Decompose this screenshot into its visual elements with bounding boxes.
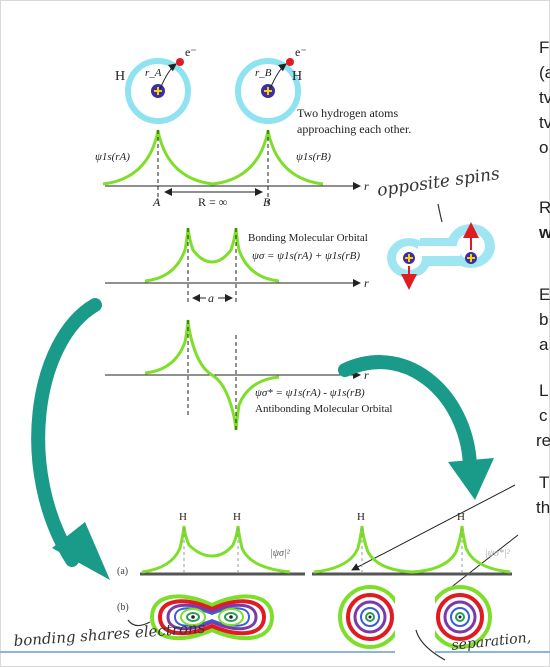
antibonding-equation: ψσ* = ψ1s(rA) - ψ1s(rB) bbox=[255, 387, 365, 399]
h-label-a1: H bbox=[179, 511, 187, 523]
electron-left bbox=[176, 58, 184, 66]
note-separation-stroke bbox=[415, 629, 446, 661]
h-label-a4: H bbox=[457, 511, 465, 523]
antibonding-density-contours bbox=[338, 585, 492, 655]
antibonding-title: Antibonding Molecular Orbital bbox=[255, 403, 392, 415]
bonding-equation: ψσ = ψ1s(rA) + ψ1s(rB) bbox=[252, 250, 360, 262]
side-text-line11: L bbox=[539, 381, 549, 400]
side-text-line7: w bbox=[539, 223, 550, 242]
side-text-line2: (a bbox=[539, 63, 550, 82]
teal-arrow-right bbox=[338, 355, 477, 477]
separation-label: R = ∞ bbox=[198, 195, 227, 209]
side-text-line3: tv bbox=[539, 88, 550, 107]
teal-arrow-left bbox=[31, 298, 102, 567]
note-separation: separation, bbox=[451, 630, 532, 654]
axis-r-label-3: r bbox=[364, 368, 369, 382]
note-opposite-spins: opposite spins bbox=[376, 164, 501, 201]
pointer-line-1 bbox=[351, 484, 516, 571]
side-text-line13: re bbox=[536, 431, 550, 450]
bonding-orbital bbox=[144, 227, 280, 283]
note-bonding-arrow bbox=[127, 619, 151, 627]
bonding-title: Bonding Molecular Orbital bbox=[248, 232, 368, 244]
side-text-line8: E bbox=[539, 285, 550, 304]
side-text-line4: tv bbox=[539, 113, 550, 132]
h-label-a3: H bbox=[357, 511, 365, 523]
electron-left-label: e⁻ bbox=[185, 45, 197, 59]
radius-right-label: r_B bbox=[255, 67, 272, 79]
caption-line1: Two hydrogen atoms bbox=[297, 106, 398, 120]
psi-sq-bond-label: |ψσ|² bbox=[270, 548, 291, 559]
caption-line2: approaching each other. bbox=[297, 122, 411, 136]
psi-right-label: ψ1s(rB) bbox=[296, 151, 331, 163]
antibonding-orbital bbox=[144, 319, 280, 431]
psi-sq-anti-label: |ψσ*|² bbox=[485, 548, 511, 559]
point-B-label: B bbox=[263, 195, 271, 209]
side-text-line9: b bbox=[539, 310, 549, 329]
anti-density-curve bbox=[313, 525, 511, 574]
panel-b-label: (b) bbox=[117, 602, 129, 613]
electron-right-label: e⁻ bbox=[295, 45, 307, 59]
atom-left-label: H bbox=[115, 69, 125, 84]
side-text-line10: a bbox=[539, 335, 549, 354]
panel-a-label: (a) bbox=[117, 566, 128, 577]
note-opposite-spins-tick bbox=[437, 203, 443, 223]
electron-right bbox=[286, 58, 294, 66]
side-text-line15: th bbox=[536, 498, 550, 517]
side-text-line14: T bbox=[539, 473, 550, 492]
atom-right bbox=[235, 58, 301, 124]
point-A-label: A bbox=[152, 195, 161, 209]
side-text-line6: R bbox=[539, 198, 550, 217]
side-text-line5: o bbox=[539, 138, 549, 157]
atom-right-label: H bbox=[292, 69, 302, 84]
note-bonding-shares: bonding shares electrons bbox=[13, 619, 206, 650]
h-label-a2: H bbox=[233, 511, 241, 523]
axis-r-label-2: r bbox=[364, 276, 369, 290]
h2-molecule-spins bbox=[387, 222, 495, 290]
side-text-line12: c bbox=[539, 406, 548, 425]
axis-r-label-1: r bbox=[364, 179, 369, 193]
atom-left bbox=[125, 58, 191, 124]
bonding-density-contours bbox=[149, 594, 275, 641]
side-text-line1: F bbox=[539, 38, 550, 57]
psi-left-label: ψ1s(rA) bbox=[95, 151, 130, 163]
spacing-label: a bbox=[208, 291, 214, 305]
bond-density-curve bbox=[141, 525, 291, 574]
radius-left-label: r_A bbox=[145, 67, 162, 79]
